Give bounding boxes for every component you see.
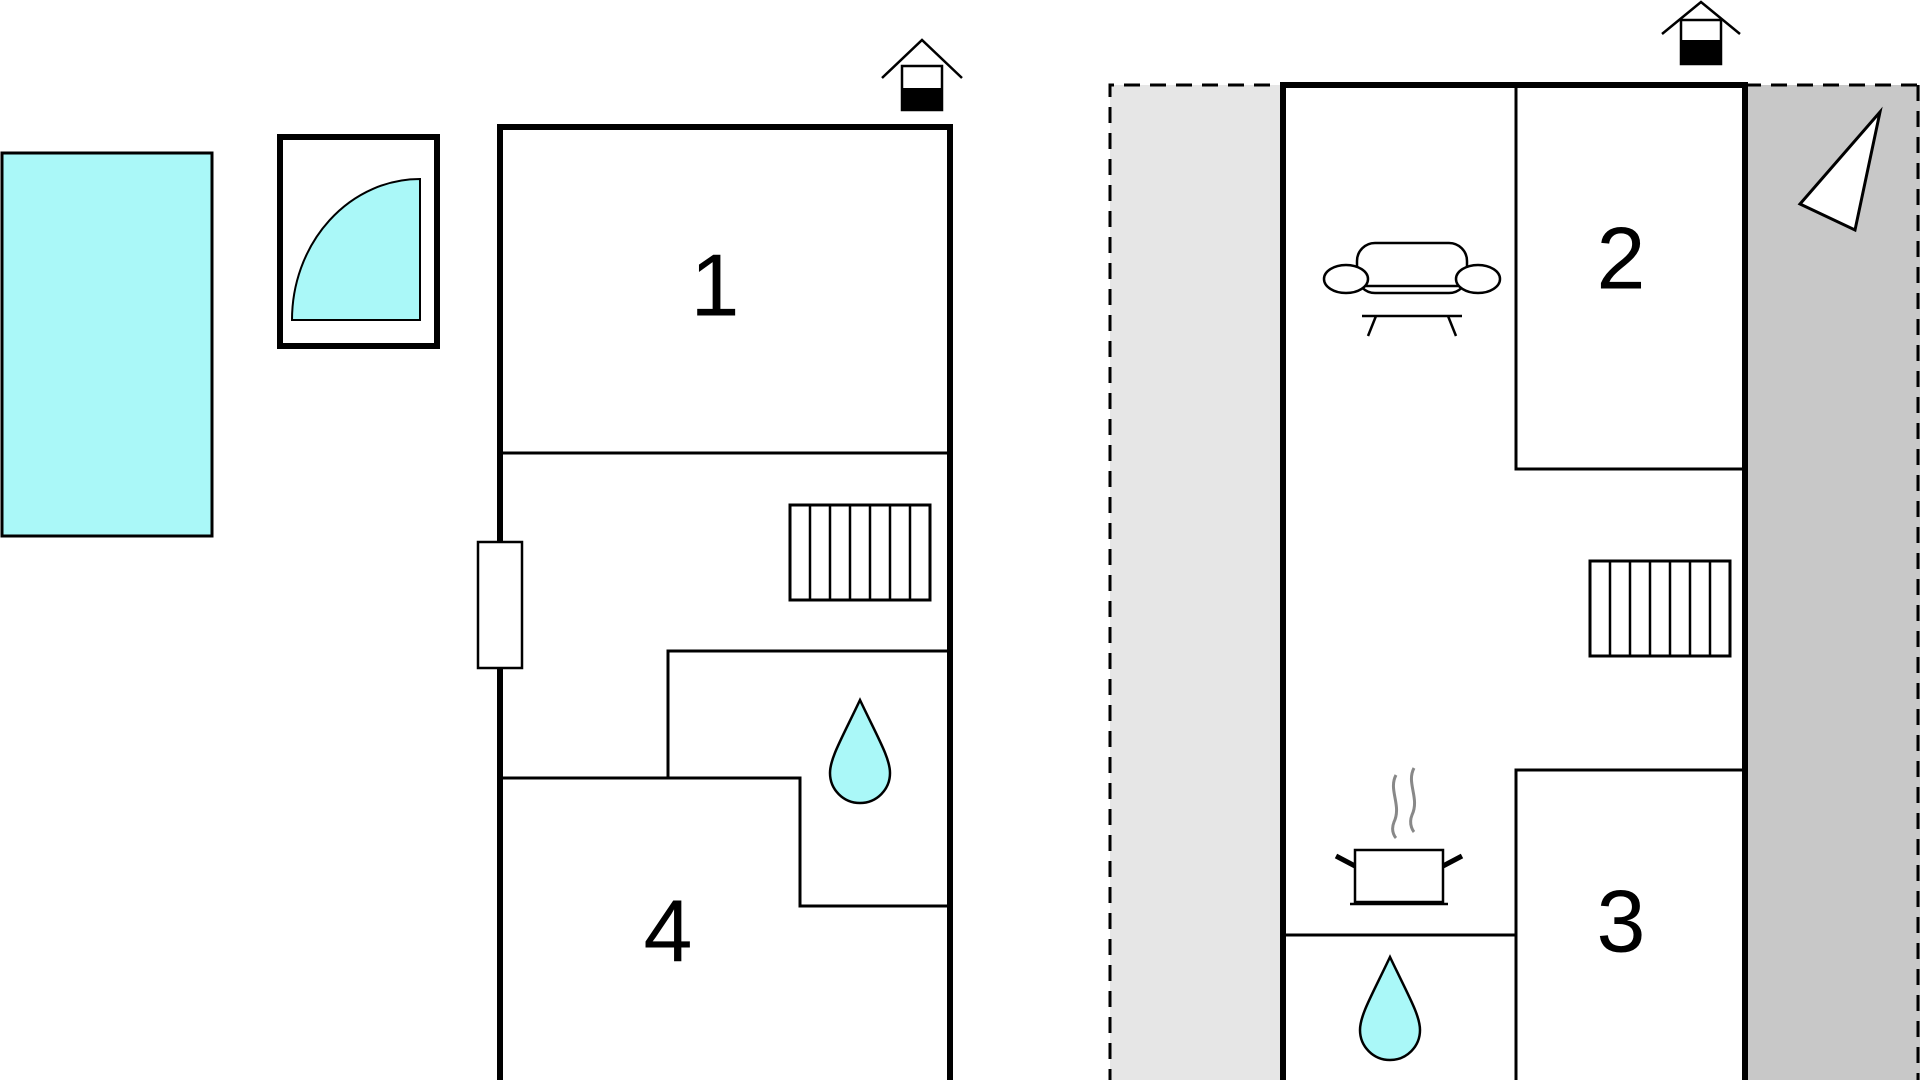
terrace-left: [1110, 85, 1283, 1080]
shower-icon: [277, 134, 440, 349]
water-drop-icon: [1358, 954, 1422, 1062]
water-drop-icon: [828, 697, 892, 805]
sofa-icon: [1322, 241, 1502, 337]
room-1-label: 1: [691, 235, 740, 334]
floor-2: 2 3: [1108, 0, 1920, 1080]
floor-1: 1 4: [476, 38, 963, 1080]
entrance-icon: [881, 38, 963, 112]
window-icon: [476, 540, 524, 670]
room-4-label: 4: [644, 881, 693, 980]
room-3-label: 3: [1597, 871, 1646, 970]
stairs-icon: [1588, 559, 1732, 658]
terrace-right: [1745, 85, 1920, 1080]
room-2-label: 2: [1597, 208, 1646, 307]
north-arrow-icon: [1797, 106, 1883, 233]
stairs-icon: [788, 503, 932, 602]
entrance-icon: [1661, 0, 1741, 66]
pool-icon: [0, 151, 214, 538]
cooking-pot-icon: [1334, 767, 1464, 906]
